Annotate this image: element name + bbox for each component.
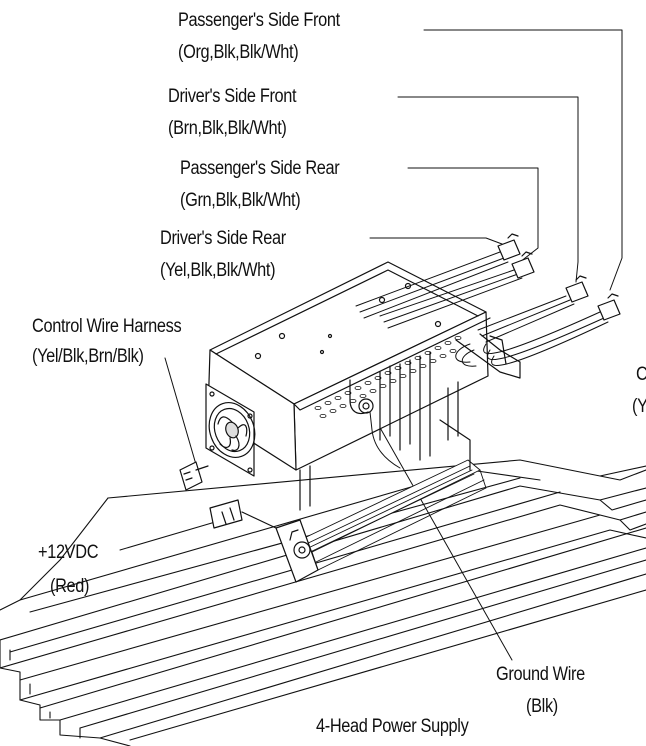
output-connectors: [497, 233, 621, 321]
leader-passenger-side-rear: [407, 167, 539, 263]
label-control-wire-harness-wires: (Yel/Blk,Brn/Blk): [32, 346, 144, 367]
label-cropped-line1: C: [636, 364, 646, 386]
label-ground-wire-color: (Blk): [526, 696, 558, 717]
terminal-bracket: [209, 499, 319, 583]
label-cropped-line2: (Y: [632, 396, 646, 417]
label-12vdc: +12VDC: [38, 542, 99, 563]
label-driver-side-rear: Driver's Side Rear: [160, 228, 286, 249]
leader-lines: [119, 29, 623, 661]
extrusion-rails: [0, 459, 646, 746]
label-driver-side-front-wires: (Brn,Blk,Blk/Wht): [168, 118, 287, 139]
ground-ring-terminal: [358, 398, 374, 414]
label-passenger-side-front: Passenger's Side Front: [178, 10, 340, 31]
ground-wire: [369, 411, 401, 469]
label-passenger-side-front-wires: (Org,Blk,Blk/Wht): [178, 42, 299, 63]
output-harnesses: [355, 251, 609, 367]
leader-passenger-side-front: [423, 29, 623, 291]
connector-driver-side-rear: [497, 239, 521, 261]
control-harness-connector: [179, 461, 209, 491]
label-ground-wire: Ground Wire: [496, 664, 585, 685]
leader-ground-wire: [369, 409, 513, 661]
label-control-wire-harness: Control Wire Harness: [32, 316, 182, 337]
connector-passenger-side-front: [597, 299, 621, 321]
connector-driver-side-front: [565, 281, 589, 303]
leader-control-wire-harness: [164, 357, 198, 469]
caption: 4-Head Power Supply: [316, 716, 469, 737]
leader-driver-side-rear: [369, 237, 503, 245]
label-driver-side-rear-wires: (Yel,Blk,Blk/Wht): [160, 260, 276, 281]
label-driver-side-front: Driver's Side Front: [168, 86, 297, 107]
leader-driver-side-front: [397, 96, 579, 283]
leader-12vdc: [119, 519, 223, 551]
cooling-fan: [205, 383, 256, 477]
vent-holes: [314, 335, 462, 418]
label-12vdc-wire: (Red): [50, 576, 90, 597]
connector-passenger-side-rear: [511, 257, 535, 279]
label-passenger-side-rear: Passenger's Side Rear: [180, 158, 340, 179]
heat-sink: [295, 459, 487, 571]
label-passenger-side-rear-wires: (Grn,Blk,Blk/Wht): [180, 190, 301, 211]
